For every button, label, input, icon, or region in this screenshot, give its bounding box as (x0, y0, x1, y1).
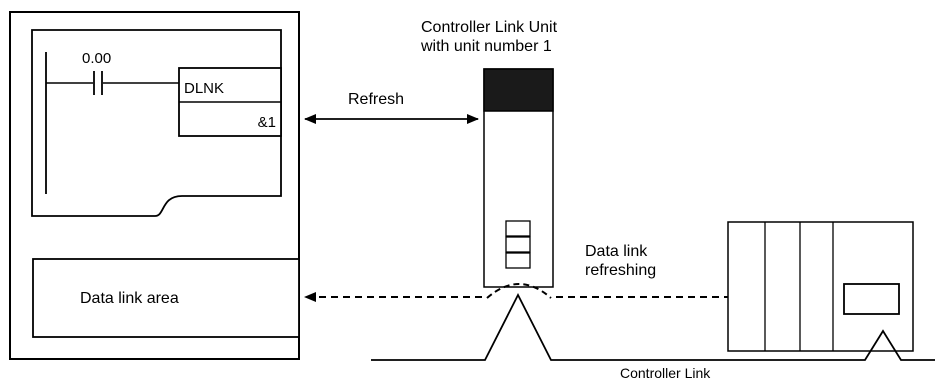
ladder-rung (45, 52, 179, 194)
refresh-label: Refresh (348, 91, 404, 108)
controller-link-label: Controller Link (620, 365, 711, 381)
controller-link-cable (371, 293, 935, 361)
data-link-label-line1: Data link (585, 243, 648, 260)
dlnk-operand: &1 (258, 114, 276, 131)
data-link-label-line2: refreshing (585, 262, 656, 279)
unit-title-line2: with unit number 1 (420, 38, 552, 55)
dlnk-instruction-label: DLNK (184, 80, 224, 97)
unit-indicator-1 (505, 220, 531, 237)
data-link-arc (486, 283, 552, 299)
data-link-area-box (32, 258, 300, 338)
unit-title-line1: Controller Link Unit (421, 19, 558, 36)
contact-address: 0.00 (82, 50, 111, 67)
data-link-area-label: Data link area (80, 290, 179, 307)
unit-indicator-2 (505, 236, 531, 253)
unit-top-cap (483, 68, 554, 112)
remote-data-link-area (843, 283, 900, 315)
unit-indicator-3 (505, 252, 531, 269)
